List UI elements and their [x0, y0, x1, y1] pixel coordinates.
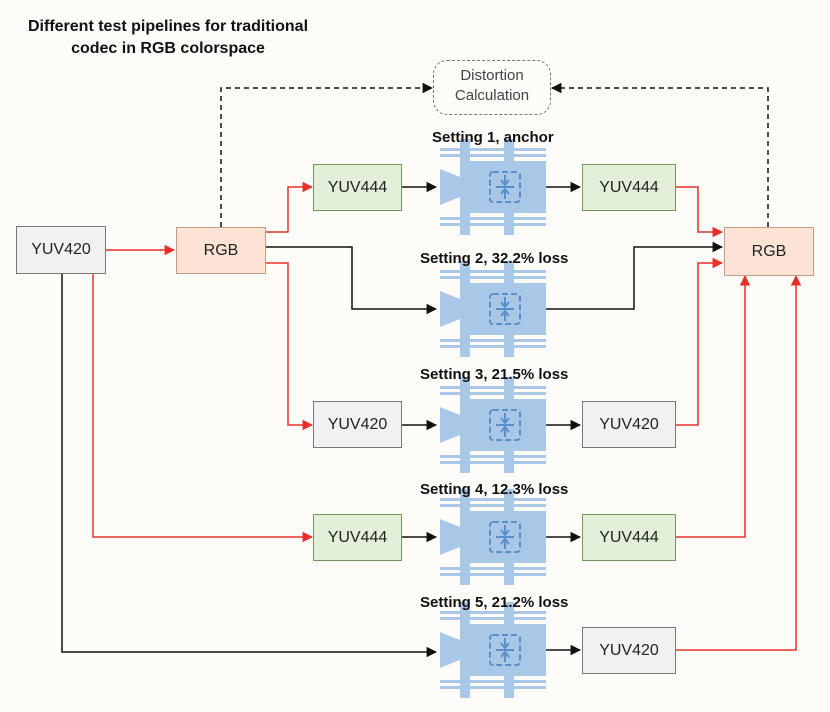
setting-4-output-node: YUV444 [582, 514, 676, 561]
setting-3-input-node: YUV420 [313, 401, 402, 448]
setting-5-output-node: YUV420 [582, 627, 676, 674]
black-arrows [61, 181, 724, 658]
distortion-calculation-node: Distortion Calculation [433, 60, 551, 115]
codec-camera-icon [439, 601, 547, 699]
setting-3-output-node: YUV420 [582, 401, 676, 448]
red-arrows [92, 181, 802, 651]
codec-camera-icon [439, 138, 547, 236]
setting-3-label: Setting 3, 21.5% loss [420, 366, 569, 383]
codec-camera-icon [439, 260, 547, 358]
diagram-title: Different test pipelines for traditional… [8, 16, 328, 60]
setting-4-input-node: YUV444 [313, 514, 402, 561]
rgb-output-node: RGB [724, 227, 814, 276]
rgb-input-node: RGB [176, 227, 266, 274]
title-line-2: codec in RGB colorspace [71, 40, 265, 57]
setting-5-label: Setting 5, 21.2% loss [420, 594, 569, 611]
setting-1-input-node: YUV444 [313, 164, 402, 211]
title-line-1: Different test pipelines for traditional [27, 18, 309, 35]
distortion-links [220, 82, 769, 227]
codec-camera-icon [439, 488, 547, 586]
distortion-line-1: Distortion [460, 67, 524, 84]
setting-2-label: Setting 2, 32.2% loss [420, 250, 569, 267]
distortion-line-2: Calculation [454, 87, 530, 104]
setting-1-output-node: YUV444 [582, 164, 676, 211]
setting-4-label: Setting 4, 12.3% loss [420, 481, 569, 498]
codec-camera-icon [439, 376, 547, 474]
setting-1-label: Setting 1, anchor [432, 129, 554, 146]
source-yuv420-node: YUV420 [16, 226, 106, 274]
